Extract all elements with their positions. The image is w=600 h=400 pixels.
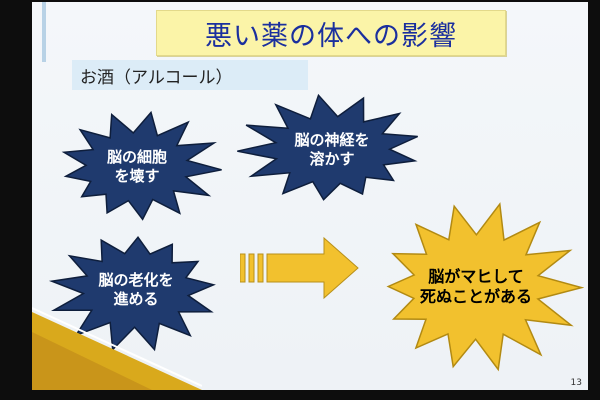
burst-label-line1: 脳がマヒして bbox=[428, 267, 524, 286]
burst-label: 脳の細胞 を壊す bbox=[50, 108, 224, 226]
burst-label-line2: を壊す bbox=[114, 167, 160, 185]
burst-brain-nerves: 脳の神経を 溶かす bbox=[234, 92, 430, 208]
subtitle-box: お酒（アルコール） bbox=[72, 60, 308, 90]
burst-label-line2: 進める bbox=[113, 290, 159, 308]
starburst-shape bbox=[48, 235, 216, 352]
starburst-polygon bbox=[61, 110, 222, 221]
burst-label: 脳の老化を 進める bbox=[46, 226, 226, 354]
decorative-wedge bbox=[32, 307, 202, 390]
starburst-shape bbox=[61, 110, 222, 221]
burst-label-line1: 脳の老化を bbox=[98, 271, 174, 290]
burst-brain-aging: 脳の老化を 進める bbox=[46, 226, 226, 354]
burst-paralysis-death: 脳がマヒして 死ぬことがある bbox=[368, 198, 584, 376]
burst-label-line1: 脳の神経を bbox=[294, 131, 370, 150]
presentation-slide: 悪い薬の体への影響 お酒（アルコール） 脳の細胞 を壊す 脳の神経を 溶かす bbox=[32, 2, 588, 390]
burst-brain-cells: 脳の細胞 を壊す bbox=[50, 108, 224, 226]
burst-label-line1: 脳の細胞 bbox=[106, 148, 167, 167]
starburst-polygon bbox=[48, 235, 216, 352]
burst-label-line2: 死ぬことがある bbox=[419, 287, 532, 306]
burst-label: 脳の神経を 溶かす bbox=[234, 92, 430, 208]
title-box: 悪い薬の体への影響 bbox=[156, 10, 506, 56]
decorative-line bbox=[42, 2, 46, 62]
burst-label: 脳がマヒして 死ぬことがある bbox=[368, 198, 584, 376]
page-number: 13 bbox=[570, 378, 582, 388]
burst-label-line2: 溶かす bbox=[309, 150, 355, 168]
starburst-shape bbox=[386, 202, 584, 372]
starburst-polygon bbox=[386, 202, 584, 372]
slide-subtitle: お酒（アルコール） bbox=[80, 67, 233, 88]
starburst-shape bbox=[237, 93, 419, 201]
starburst-polygon bbox=[237, 93, 419, 201]
right-arrow-icon bbox=[240, 236, 359, 300]
slide-title: 悪い薬の体への影響 bbox=[205, 20, 457, 52]
